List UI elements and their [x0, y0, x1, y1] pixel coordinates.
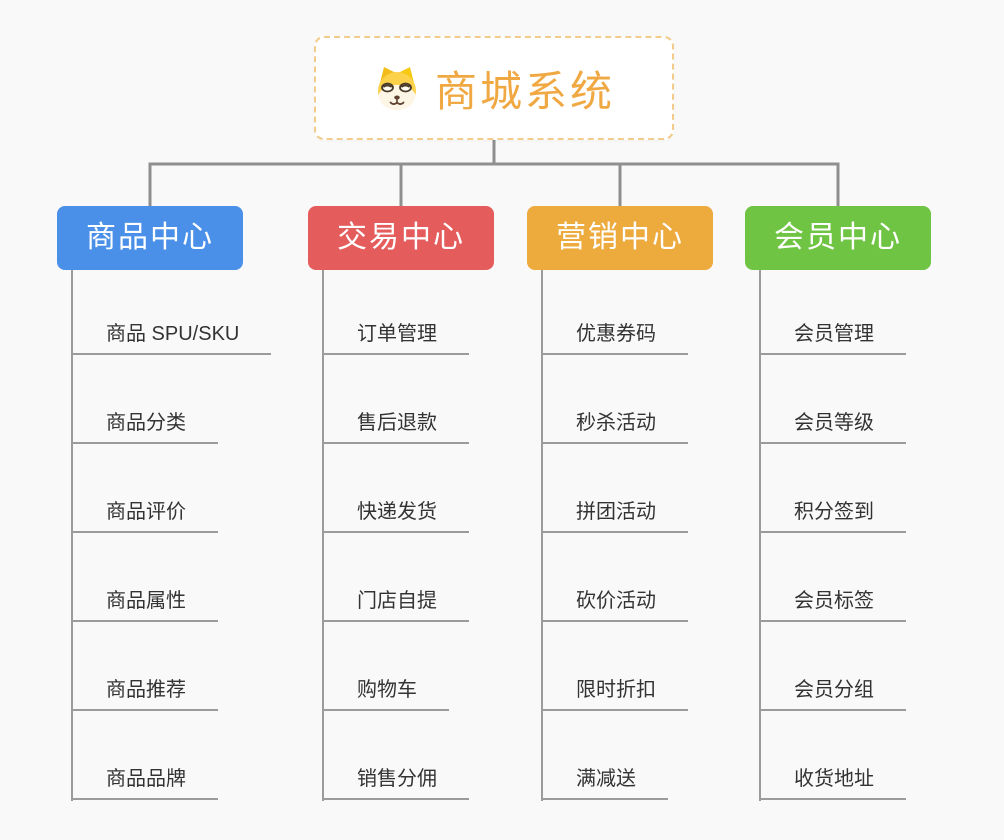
leaf-node[interactable]: 砍价活动: [542, 588, 688, 622]
leaf-node[interactable]: 售后退款: [323, 410, 469, 444]
branch-marketing-center: 营销中心 优惠券码 秒杀活动 拼团活动 砍价活动 限时折扣 满减送: [527, 0, 777, 840]
leaf-node[interactable]: 会员分组: [760, 677, 906, 711]
root-node-label: 商城系统: [434, 67, 615, 115]
leaf-node[interactable]: 商品分类: [72, 410, 218, 444]
leaf-node[interactable]: 快递发货: [323, 499, 469, 533]
leaf-node[interactable]: 拼团活动: [542, 499, 688, 533]
leaf-node[interactable]: 会员等级: [760, 410, 906, 444]
leaf-node[interactable]: 秒杀活动: [542, 410, 688, 444]
leaf-node[interactable]: 商品评价: [72, 499, 218, 533]
branch-node-marketing-center[interactable]: 营销中心: [527, 206, 713, 270]
branch-node-member-center[interactable]: 会员中心: [745, 206, 931, 270]
leaf-node[interactable]: 收货地址: [760, 766, 906, 800]
branch-member-center: 会员中心 会员管理 会员等级 积分签到 会员标签 会员分组 收货地址: [745, 0, 995, 840]
leaf-node[interactable]: 限时折扣: [542, 677, 688, 711]
branch-node-trade-center[interactable]: 交易中心: [308, 206, 494, 270]
leaf-node[interactable]: 门店自提: [323, 588, 469, 622]
leaf-node[interactable]: 商品品牌: [72, 766, 218, 800]
leaf-node[interactable]: 积分签到: [760, 499, 906, 533]
branch-node-product-center[interactable]: 商品中心: [57, 206, 243, 270]
leaf-node[interactable]: 销售分佣: [323, 766, 469, 800]
leaf-node[interactable]: 会员标签: [760, 588, 906, 622]
dog-face-icon: [377, 67, 416, 110]
leaf-node[interactable]: 会员管理: [760, 321, 906, 355]
leaf-node[interactable]: 商品推荐: [72, 677, 218, 711]
leaf-node[interactable]: 优惠券码: [542, 321, 688, 355]
branch-trade-center: 交易中心 订单管理 售后退款 快递发货 门店自提 购物车 销售分佣: [308, 0, 558, 840]
leaf-node[interactable]: 订单管理: [323, 321, 469, 355]
leaf-node[interactable]: 购物车: [323, 677, 449, 711]
leaf-node[interactable]: 商品 SPU/SKU: [72, 321, 272, 355]
root-node[interactable]: 商城系统: [314, 36, 674, 140]
branch-product-center: 商品中心 商品 SPU/SKU 商品分类 商品评价 商品属性 商品推荐 商品品牌: [57, 0, 307, 840]
leaf-node[interactable]: 商品属性: [72, 588, 218, 622]
leaf-node[interactable]: 满减送: [542, 766, 668, 800]
